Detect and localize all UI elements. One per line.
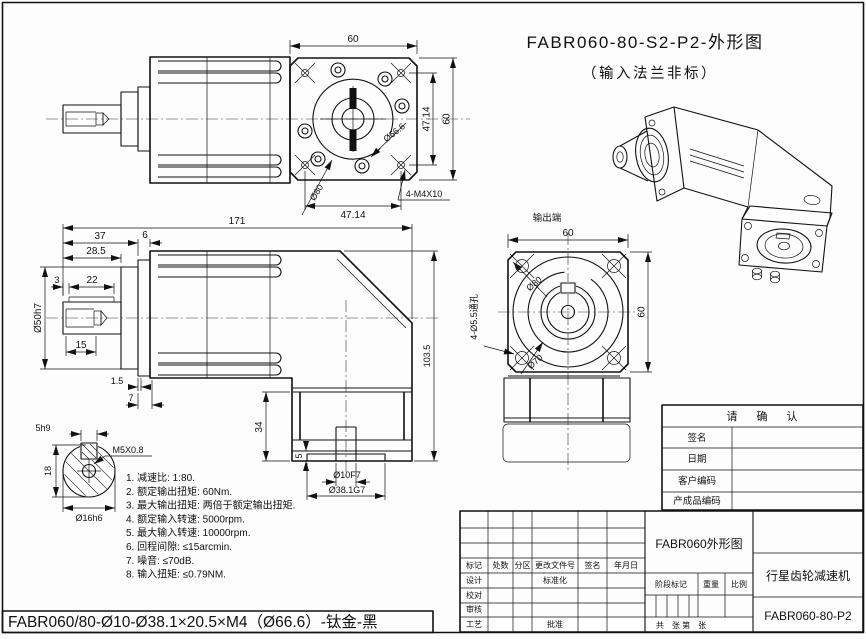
part-code-strip: FABR060/80-Ø10-Ø38.1×20.5×M4（Ø66.6）-钛金-黑 xyxy=(1,610,434,634)
corner-screw-marks xyxy=(294,62,412,176)
role-label: 设计 xyxy=(466,575,482,585)
dim-1-5: 1.5 xyxy=(111,376,124,386)
note-line: 4. 额定输入转速: 5000rpm. xyxy=(126,512,245,525)
title-line2: （输入法兰非标） xyxy=(582,65,718,82)
rev-header: 签名 xyxy=(585,560,601,570)
role-label: 校对 xyxy=(466,590,482,600)
role-label: 工艺 xyxy=(466,620,482,629)
dim-37: 37 xyxy=(94,231,106,242)
dim-22: 22 xyxy=(86,275,98,286)
flange-screws xyxy=(297,62,410,174)
confirm-row-label: 签名 xyxy=(687,432,706,444)
dim-28-5: 28.5 xyxy=(86,246,106,257)
dim-key-depth: 18 xyxy=(43,466,53,476)
output-end-label: 输出端 xyxy=(533,212,562,224)
label-output-pilot: Ø70 xyxy=(525,352,544,371)
output-flange-view: 输出端 60 60 Ø80 Ø70 4-Ø5.5通孔 xyxy=(469,212,652,470)
standardization-label: 标准化 xyxy=(543,575,567,585)
drawing-title: FABR060-80-S2-P2-外形图 （输入法兰非标） xyxy=(527,33,764,82)
confirm-row-label: 日期 xyxy=(687,454,706,465)
confirm-row-label: 产成品编码 xyxy=(673,495,721,507)
confirm-table: 请 确 认 签名 日期 客户编码 产成品编码 xyxy=(661,404,864,511)
dim-output-height: 60 xyxy=(637,306,648,318)
dim-overall-length: 171 xyxy=(229,216,246,227)
rev-header: 标记 xyxy=(466,560,482,570)
role-label: 审核 xyxy=(466,604,482,614)
label-output-holes: 4-Ø5.5通孔 xyxy=(469,294,479,340)
notes-list: 1. 减速比: 1:80. 2. 额定输出扭矩: 60Nm. 3. 最大输出扭矩… xyxy=(126,472,295,581)
label-bolt-circle: Ø80 xyxy=(308,183,325,203)
drawing-code: FABR060-80-P2 xyxy=(764,609,852,623)
dim-keyway: 5h9 xyxy=(35,423,50,433)
label-screw-callout: 4-M4X10 xyxy=(406,189,443,199)
label-thread: M5X0.8 xyxy=(112,445,143,455)
label-bore: Ø10F7 xyxy=(333,470,361,480)
label-pilot-dia: Ø66.6 xyxy=(381,121,406,144)
drawing-name: FABR060外形图 xyxy=(655,537,742,551)
dim-7: 7 xyxy=(128,393,133,403)
note-line: 7. 噪音: ≤70dB. xyxy=(126,554,194,567)
dim-overall-height: 103.5 xyxy=(422,345,432,368)
confirm-header: 请 确 认 xyxy=(726,410,805,423)
note-line: 3. 最大输出扭矩: 两倍于额定输出扭矩. xyxy=(126,499,295,512)
approval-label: 批准 xyxy=(547,619,563,629)
dim-input-bolt-v: 47.14 xyxy=(422,106,433,131)
note-line: 8. 输入扭矩: ≤0.79NM. xyxy=(126,568,226,581)
dim-input-height: 60 xyxy=(442,113,453,125)
rev-header: 处数 xyxy=(493,560,509,570)
top-side-view xyxy=(46,56,470,184)
rev-header: 分区 xyxy=(515,561,531,570)
shaft-section-detail: 5h9 18 Ø16h6 M5X0.8 xyxy=(35,423,152,523)
dim-input-bolt-h: 47.14 xyxy=(340,210,365,221)
note-line: 1. 减速比: 1:80. xyxy=(126,472,195,484)
input-flange-view: 60 47.14 60 47.14 Ø66.6 Ø80 4-M4X10 xyxy=(289,34,457,221)
label-spigot: Ø38.1G7 xyxy=(329,485,366,495)
note-line: 5. 最大输入转速: 10000rpm. xyxy=(126,526,250,539)
dim-34: 34 xyxy=(254,421,265,433)
dim-5: 5 xyxy=(294,453,304,458)
dim-shaft-detail-dia: Ø16h6 xyxy=(75,513,102,523)
weight-label: 重量 xyxy=(703,579,719,589)
dim-output-width: 60 xyxy=(562,228,574,239)
pilot-arc xyxy=(312,78,394,160)
stage-mark-label: 阶段标记 xyxy=(655,579,687,589)
dim-input-width: 60 xyxy=(347,34,359,45)
note-line: 6. 回程间隙: ≤15arcmin. xyxy=(126,540,232,553)
right-angle-side-view: 171 37 6 28.5 3 22 15 1.5 7 34 5 Ø10 xyxy=(33,216,440,500)
dim-15: 15 xyxy=(75,340,87,351)
dim-3: 3 xyxy=(54,275,59,285)
scale-label: 比例 xyxy=(731,579,747,589)
note-line: 2. 额定输出扭矩: 60Nm. xyxy=(126,485,232,498)
confirm-row-label: 客户编码 xyxy=(678,475,716,487)
sheet-info: 共 张 第 张 xyxy=(656,620,706,630)
rev-header: 年月日 xyxy=(614,560,638,570)
product-name: 行星齿轮减速机 xyxy=(766,569,850,583)
title-line1: FABR060-80-S2-P2-外形图 xyxy=(527,33,764,52)
rev-header: 更改文件号 xyxy=(535,560,575,570)
dim-shaft-dia: Ø50h7 xyxy=(33,303,44,333)
part-code-text: FABR060/80-Ø10-Ø38.1×20.5×M4（Ø66.6）-钛金-黑 xyxy=(8,613,378,631)
title-block: 标记 处数 分区 更改文件号 签名 年月日 设计 校对 审核 工艺 标准化 批准… xyxy=(459,510,864,633)
dim-6: 6 xyxy=(142,230,148,241)
isometric-view xyxy=(612,106,833,284)
